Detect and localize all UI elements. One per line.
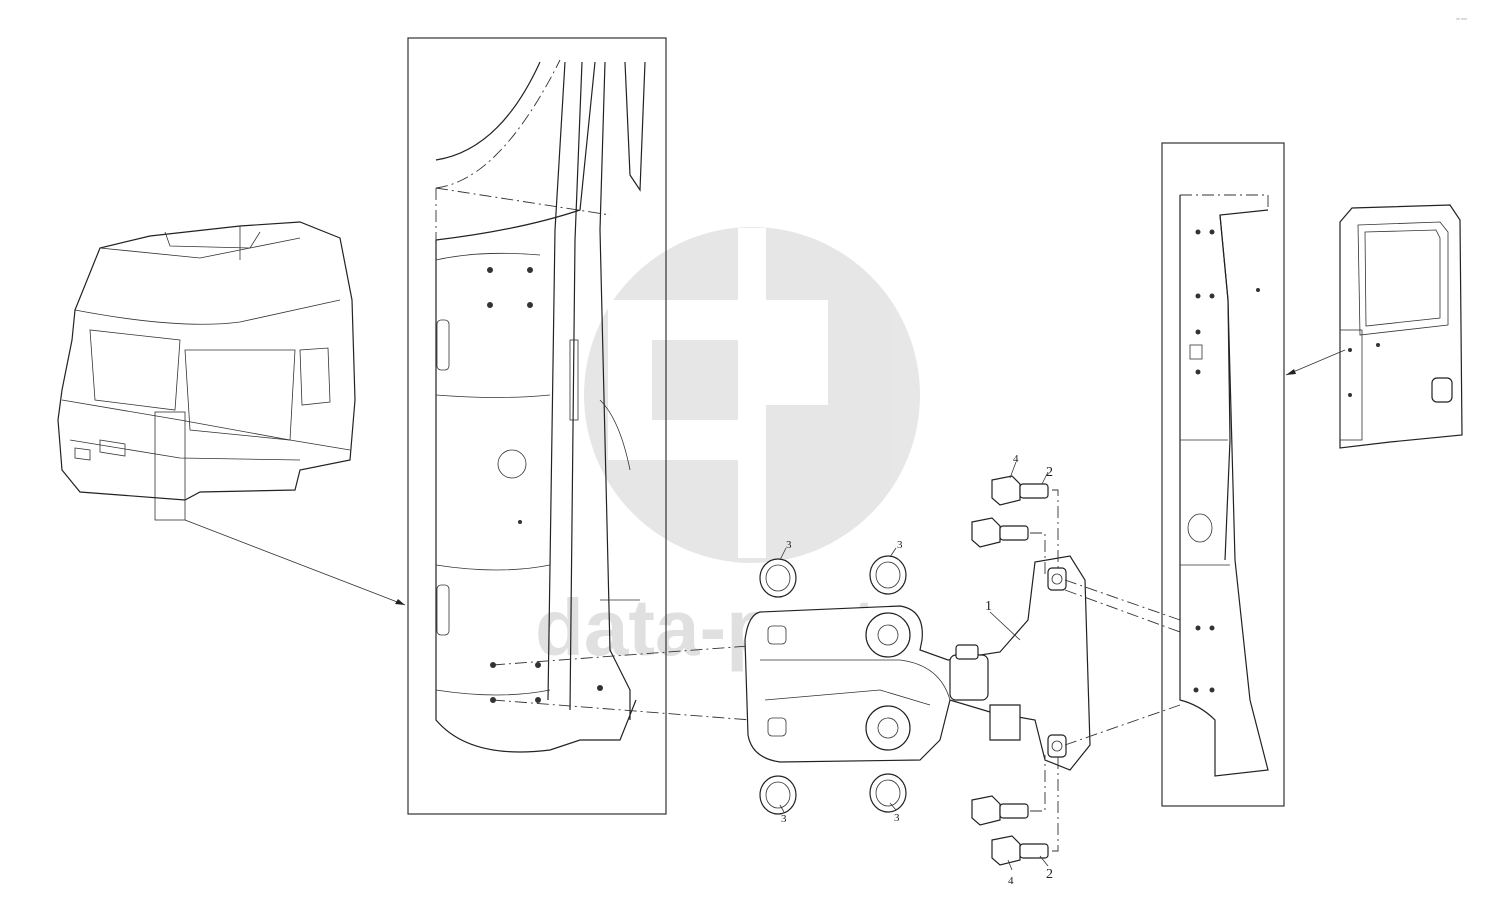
bushing-bottom-right — [869, 773, 907, 813]
corner-mark: ºº ººº — [1456, 18, 1467, 24]
align-hinge-door-upper — [1064, 579, 1181, 621]
callout-4-washer-bottom: 4 — [1008, 875, 1014, 887]
leader-callout-3-tr — [889, 547, 897, 558]
leader-callout-3-bl — [779, 804, 785, 813]
align-bolt-bottom-1 — [1030, 755, 1046, 812]
leader-callout-3-tl — [779, 547, 787, 561]
bushing-top-left — [759, 558, 797, 598]
door-hinge-bracket — [744, 555, 1091, 771]
bushing-top-right — [869, 555, 907, 595]
leader-door-to-detail — [1285, 349, 1346, 376]
align-bolt-bottom-2 — [1052, 755, 1059, 852]
callout-3-bushing-tr: 3 — [897, 539, 903, 551]
door-overview — [1339, 204, 1463, 449]
callout-2-bolt-bottom: 2 — [1046, 867, 1053, 882]
leader-callout-4-top — [1009, 461, 1017, 479]
leader-cab-to-detail — [184, 519, 406, 606]
bolt-top-1 — [991, 475, 1049, 506]
callout-1-hinge: 1 — [985, 599, 992, 614]
leader-callout-1 — [989, 611, 1021, 641]
bushing-bottom-left — [759, 775, 797, 815]
leader-callout-2-bottom — [1039, 855, 1049, 867]
callout-3-bushing-br: 3 — [894, 812, 900, 824]
align-bolt-top-2 — [1030, 532, 1046, 575]
callout-3-bushing-tl: 3 — [786, 539, 792, 551]
bolt-bottom-1 — [971, 795, 1029, 826]
callout-3-bushing-bl: 3 — [781, 813, 787, 825]
leader-callout-2-top — [1041, 471, 1049, 485]
align-bolt-top-1 — [1052, 489, 1059, 570]
callout-2-bolt-top: 2 — [1046, 465, 1053, 480]
bolt-bottom-2 — [991, 835, 1049, 866]
leader-callout-3-br — [889, 802, 897, 811]
pillar-detail-frame — [407, 37, 667, 815]
cab-overview — [57, 221, 356, 521]
align-hinge-door-upper-2 — [1064, 589, 1181, 633]
bolt-top-2 — [971, 517, 1029, 548]
leader-callout-4-bottom — [1007, 859, 1013, 871]
callout-4-washer-top: 4 — [1013, 453, 1019, 465]
watermark-logo — [584, 227, 920, 563]
align-hinge-door-lower — [1064, 704, 1181, 746]
door-detail-frame — [1161, 142, 1285, 807]
